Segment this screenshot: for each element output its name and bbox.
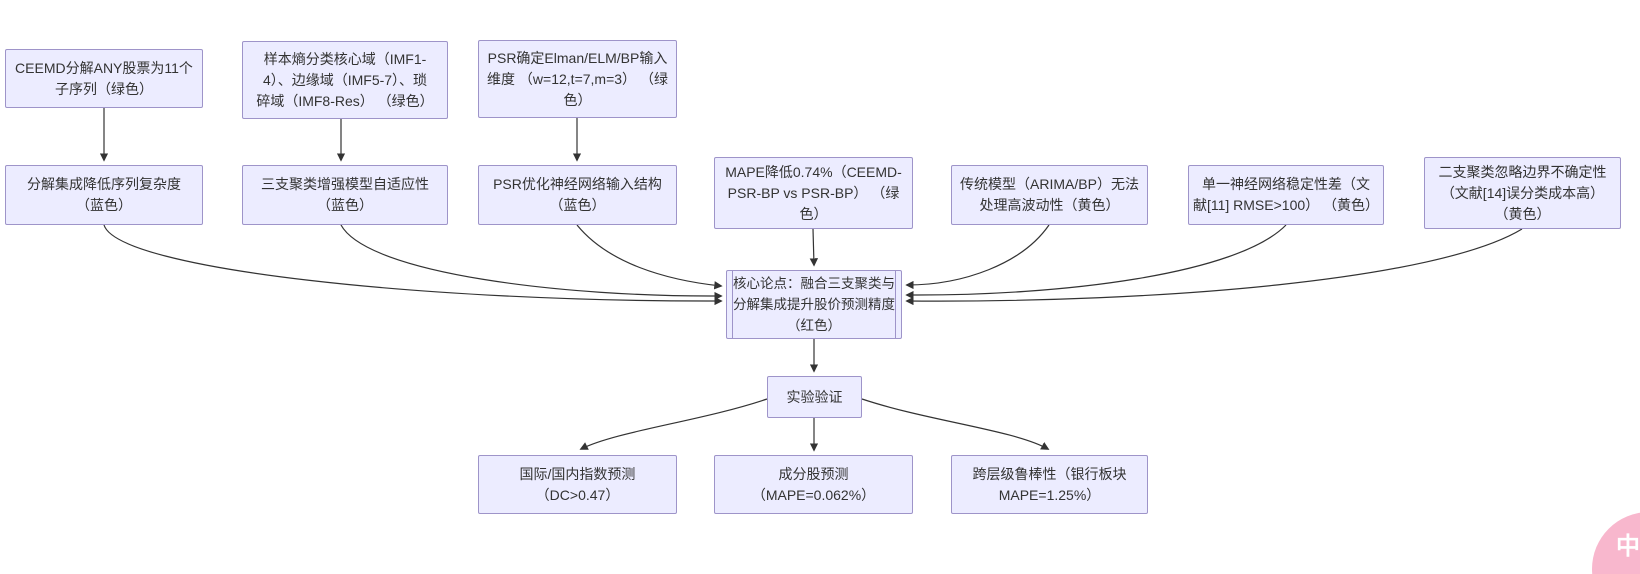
node-text-line: 碎域（IMF8-Res） （绿色）: [256, 92, 434, 109]
node-core-thesis: 核心论点：融合三支聚类与 分解集成提升股价预测精度 （红色）: [726, 270, 902, 339]
node-text-line: （DC>0.47）: [535, 486, 620, 503]
node-ceemd-decomposition: CEEMD分解ANY股票为11个 子序列（绿色）: [5, 49, 203, 108]
node-text-line: 子序列（绿色）: [55, 80, 153, 97]
edge-b5-c: [905, 224, 1050, 290]
node-text-line: PSR-BP vs PSR-BP） （绿: [727, 184, 900, 201]
language-toggle-zh-label: 中: [1616, 533, 1640, 560]
node-psr-optimizes-input-structure: PSR优化神经网络输入结构 （蓝色）: [478, 165, 677, 225]
edge-b1-c: [103, 224, 723, 306]
node-text-line: （红色）: [787, 318, 841, 333]
node-text-line: 单一神经网络稳定性差（文: [1202, 176, 1370, 192]
edge-b3-c: [576, 224, 723, 290]
node-single-nn-instability: 单一神经网络稳定性差（文 献[11] RMSE>100） （黄色）: [1188, 165, 1384, 225]
node-text-line: 成分股预测: [778, 465, 849, 482]
node-psr-input-dimension: PSR确定Elman/ELM/BP输入 维度 （w=12,t=7,m=3） （绿…: [478, 40, 677, 118]
node-text-line: 献[11] RMSE>100） （黄色）: [1192, 197, 1380, 213]
node-text-line: 二支聚类忽略边界不确定性: [1438, 163, 1607, 180]
node-text-line: （蓝色）: [317, 197, 373, 213]
node-text-line: 实验验证: [786, 388, 843, 405]
node-text-line: 样本熵分类核心域（IMF1-: [263, 50, 427, 67]
node-three-way-clustering-adaptivity: 三支聚类增强模型自适应性 （蓝色）: [242, 165, 448, 225]
node-text-line: 色）: [563, 91, 592, 108]
node-mape-reduction: MAPE降低0.74%（CEEMD- PSR-BP vs PSR-BP） （绿 …: [714, 157, 913, 229]
node-text-line: 分解集成提升股价预测精度: [733, 297, 895, 312]
edge-b7-c: [905, 228, 1523, 306]
node-text-line: 传统模型（ARIMA/BP）无法: [960, 176, 1139, 192]
language-toggle-button[interactable]: 中 A: [1592, 512, 1640, 574]
node-decomposition-reduces-complexity: 分解集成降低序列复杂度 （蓝色）: [5, 165, 203, 225]
node-text-line: 4）、边缘域（IMF5-7）、琐: [262, 71, 428, 88]
node-traditional-model-limitation: 传统模型（ARIMA/BP）无法 处理高波动性（黄色）: [951, 165, 1148, 225]
node-text-line: PSR优化神经网络输入结构: [493, 176, 662, 192]
node-text-line: （蓝色）: [549, 197, 606, 213]
node-text-line: 分解集成降低序列复杂度: [27, 176, 181, 192]
node-text-line: 色）: [799, 205, 828, 222]
node-text-line: （MAPE=0.062%）: [751, 486, 876, 503]
node-index-prediction: 国际/国内指数预测 （DC>0.47）: [478, 455, 677, 514]
node-text-line: MAPE=1.25%）: [998, 486, 1101, 503]
edge-d-e1: [579, 398, 768, 450]
edge-b2-c: [340, 224, 723, 301]
node-cross-level-robustness: 跨层级鲁棒性（银行板块 MAPE=1.25%）: [951, 455, 1148, 514]
node-text-line: CEEMD分解ANY股票为11个: [15, 59, 193, 76]
node-text-line: （蓝色）: [76, 197, 132, 213]
node-text-line: 三支聚类增强模型自适应性: [261, 176, 429, 192]
node-text-line: 跨层级鲁棒性（银行板块: [972, 465, 1127, 482]
node-experimental-validation: 实验验证: [767, 376, 862, 418]
node-sample-entropy-classification: 样本熵分类核心域（IMF1- 4）、边缘域（IMF5-7）、琐 碎域（IMF8-…: [242, 41, 448, 119]
edge-b4-c: [809, 228, 819, 267]
node-text-line: MAPE降低0.74%（CEEMD-: [725, 163, 902, 180]
node-text-line: 国际/国内指数预测: [519, 465, 636, 482]
node-text-line: （黄色）: [1494, 205, 1551, 222]
node-text-line: 核心论点：融合三支聚类与: [733, 276, 895, 291]
edge-d-e3: [861, 398, 1050, 450]
node-two-way-clustering-limitation: 二支聚类忽略边界不确定性 （文献[14]误分类成本高） （黄色）: [1424, 157, 1621, 229]
node-text-line: （文献[14]误分类成本高）: [1440, 184, 1605, 201]
node-constituent-stock-prediction: 成分股预测 （MAPE=0.062%）: [714, 455, 913, 514]
node-text-line: 处理高波动性（黄色）: [979, 197, 1120, 213]
node-text-line: 维度 （w=12,t=7,m=3） （绿: [487, 70, 668, 87]
node-text-line: PSR确定Elman/ELM/BP输入: [487, 49, 668, 66]
edge-b6-c: [905, 224, 1287, 300]
